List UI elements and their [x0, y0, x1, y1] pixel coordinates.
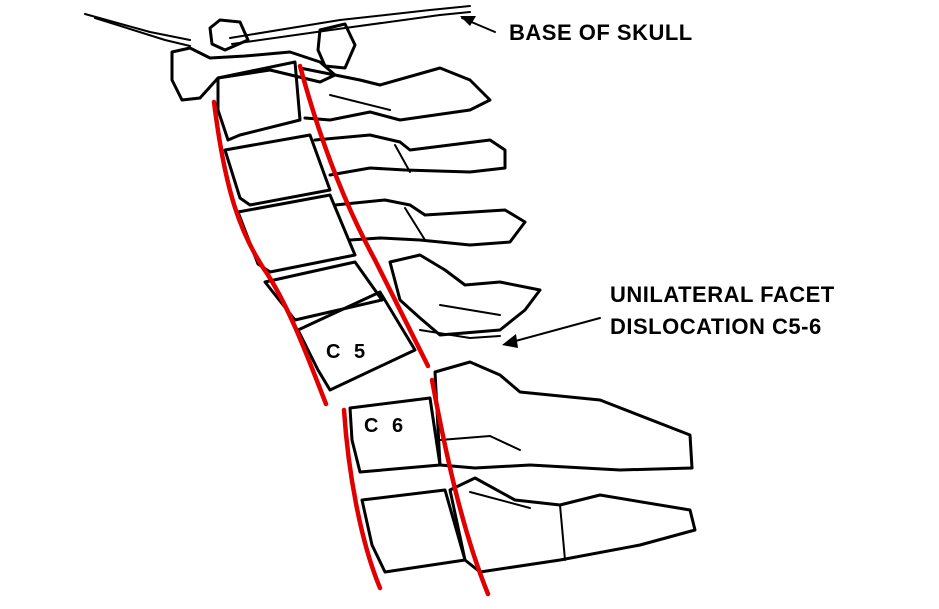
alignment-lines	[211, 63, 491, 597]
dislocation-label-line1: UNILATERAL FACET	[610, 282, 835, 307]
dislocation-label-line2: DISLOCATION C5-6	[610, 314, 822, 339]
posterior-line-upper	[297, 63, 431, 369]
vertebra-c6: C 6	[348, 360, 694, 474]
dislocated-facet	[388, 253, 542, 339]
vertebra-c3	[223, 133, 507, 207]
facet-arrow	[502, 317, 601, 348]
vertebra-c5: C 5	[263, 260, 417, 392]
posterior-line-lower	[429, 377, 491, 597]
base-of-skull-label: BASE OF SKULL	[509, 20, 693, 45]
c6-label: C 6	[364, 415, 407, 437]
c5-label: C 5	[326, 341, 369, 363]
upper-cervical-vertebrae	[170, 46, 492, 142]
skull-base	[84, 5, 471, 70]
anterior-line-upper	[211, 99, 329, 407]
skull-arrow	[460, 16, 496, 33]
vertebra-c4	[236, 193, 527, 274]
anterior-line-lower	[341, 407, 383, 591]
arrows	[460, 16, 601, 348]
vertebra-c7	[360, 476, 697, 574]
